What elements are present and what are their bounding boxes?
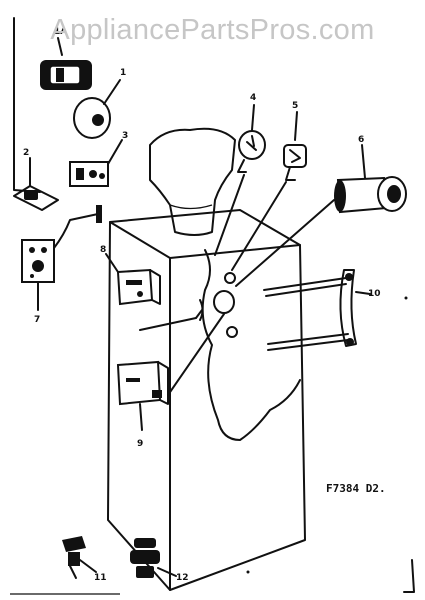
callout-12: 12	[176, 573, 189, 583]
callout-1: 1	[120, 68, 126, 78]
callout-8: 8	[100, 245, 106, 255]
part-11-valve-fitting: 11	[62, 536, 107, 583]
drawing-code: F7384 D2.	[326, 482, 386, 495]
part-10-handle-rails: 10	[263, 269, 381, 351]
part-3-switch-block: 3	[69, 131, 128, 187]
callout-1a: 1A	[54, 27, 67, 37]
scan-specks	[10, 296, 415, 595]
part-1-knob: 1	[73, 68, 126, 139]
callout-11: 11	[94, 573, 107, 583]
part-7-junction-box: 7	[21, 205, 102, 325]
callout-4: 4	[250, 93, 256, 103]
part-5-sensor: 5	[231, 101, 307, 271]
part-12-drain-valve: 12	[130, 538, 189, 583]
part-1a-switch: 1A	[40, 27, 92, 90]
callout-5: 5	[292, 101, 298, 111]
callout-7: 7	[34, 315, 40, 325]
flue-collar	[149, 127, 236, 236]
part-9-control-board: 9	[116, 313, 225, 449]
callout-2: 2	[23, 148, 29, 158]
frame-edge-line	[13, 17, 41, 193]
callout-10: 10	[368, 289, 381, 299]
part-8-control-module: 8	[100, 245, 203, 331]
part-2-bracket: 2	[13, 148, 59, 211]
part-6-igniter: 6	[235, 135, 407, 287]
part-4-limit-switch: 4	[214, 93, 266, 256]
callout-3: 3	[122, 131, 128, 141]
callout-6: 6	[358, 135, 364, 145]
callout-9: 9	[137, 439, 143, 449]
